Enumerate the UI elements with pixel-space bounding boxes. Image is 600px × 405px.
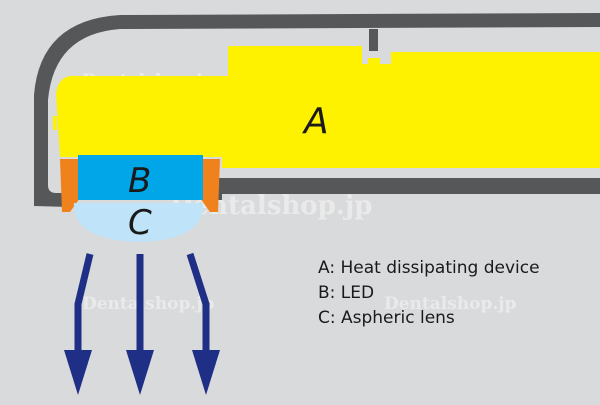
housing-shell	[34, 13, 600, 207]
light-arrow	[126, 254, 154, 395]
led-clip-left	[60, 159, 80, 212]
watermark: Dentalshop.jp	[82, 294, 214, 314]
watermark: Dentalshop.jp	[384, 294, 516, 314]
legend: A: Heat dissipating device B: LED C: Asp…	[318, 256, 540, 331]
housing-rib	[369, 29, 378, 51]
housing-bottom	[208, 178, 600, 200]
led-clip-right	[200, 159, 220, 212]
label-c: C	[128, 203, 152, 243]
aspheric-lens	[73, 203, 204, 242]
light-arrow	[186, 252, 220, 395]
heat-dissipating-notch	[53, 116, 57, 130]
led	[78, 155, 203, 200]
label-b: B	[128, 161, 151, 201]
legend-item-led: B: LED	[318, 283, 375, 303]
label-a: A	[302, 101, 329, 142]
heat-dissipating-device	[56, 46, 600, 168]
legend-item-heat-dissipating-device: A: Heat dissipating device	[318, 258, 540, 278]
light-arrow	[64, 253, 94, 395]
legend-item-aspheric-lens: C: Aspheric lens	[318, 308, 455, 328]
